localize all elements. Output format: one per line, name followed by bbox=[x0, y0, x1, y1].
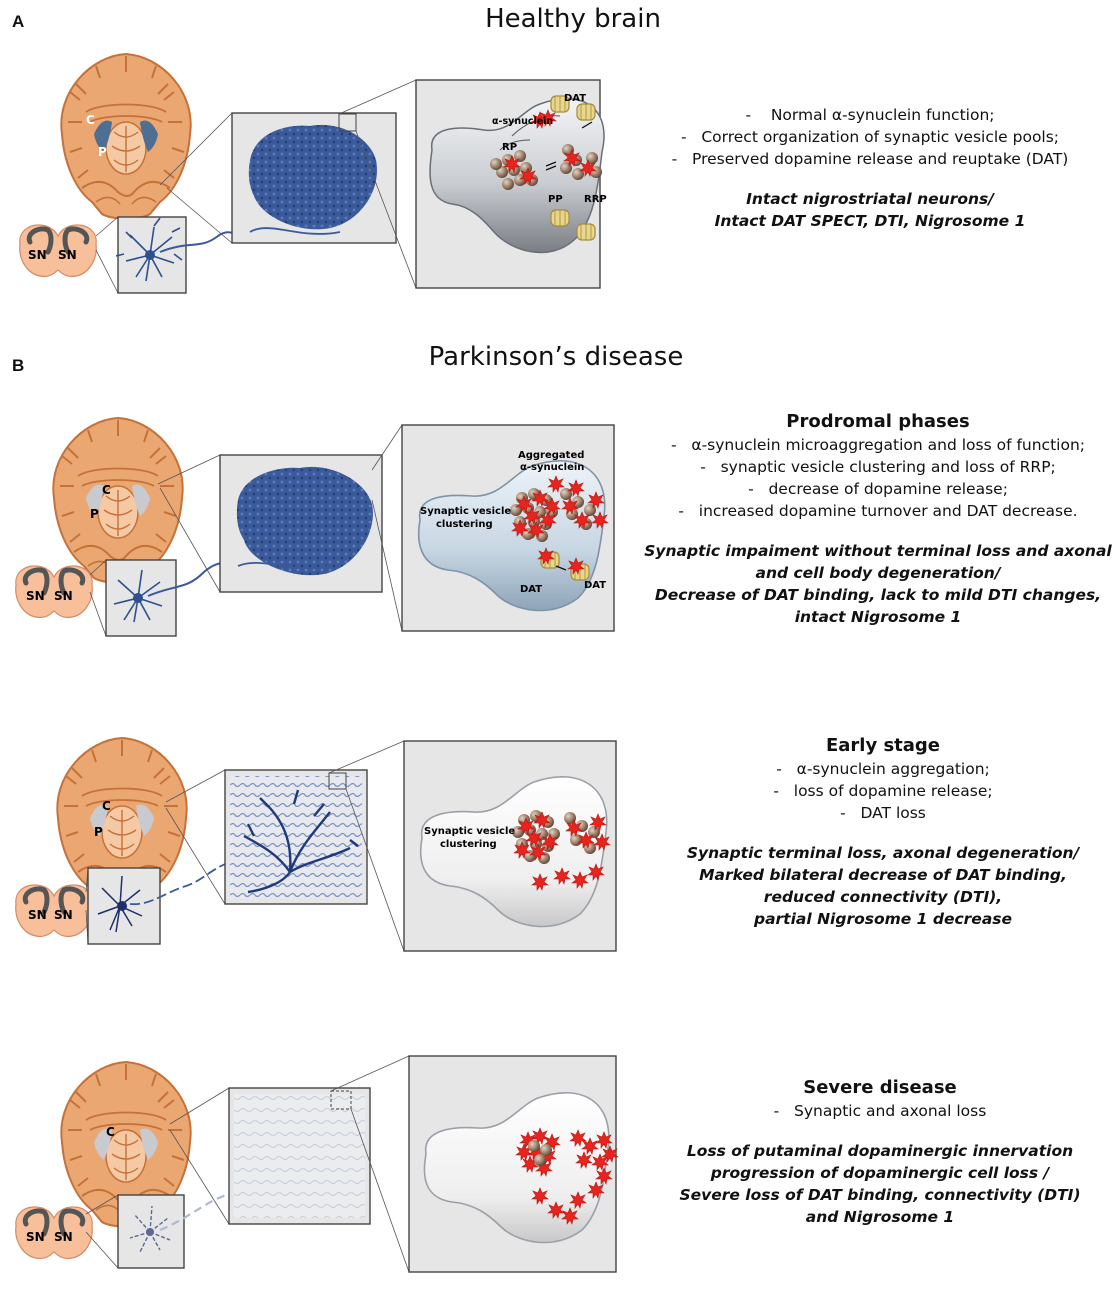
early-stage-illustration: C P SN SN Sy bbox=[16, 737, 617, 952]
rp-label: RP bbox=[502, 142, 517, 153]
sn-label-right: SN bbox=[58, 248, 77, 262]
healthy-terminal-arbor bbox=[248, 124, 377, 230]
prodromal-illustration: C P SN SN Aggregated bbox=[16, 417, 615, 637]
healthy-sn-section: SN SN bbox=[20, 225, 97, 277]
healthy-cell-body-dendrites bbox=[115, 217, 183, 282]
early-coronal-brain: C P bbox=[56, 737, 188, 904]
severe-summary: Severe loss of DAT binding, connectivity… bbox=[679, 1186, 1081, 1204]
putamen-label: P bbox=[94, 825, 103, 839]
early-presynaptic-terminal bbox=[419, 776, 608, 928]
early-text-block: Early stage - α-synuclein aggregation; -… bbox=[640, 734, 1120, 930]
sn-label-right: SN bbox=[54, 908, 73, 922]
early-summary: reduced connectivity (DTI), bbox=[763, 888, 1003, 906]
aggregated-label-line2: α-synuclein bbox=[520, 462, 584, 473]
svc-label-line2: clustering bbox=[436, 519, 493, 530]
prodromal-text-block: Prodromal phases - α-synuclein microaggr… bbox=[640, 410, 1116, 628]
healthy-bullet: - Normal α-synuclein function; bbox=[745, 106, 995, 124]
sn-label-right: SN bbox=[54, 1230, 73, 1244]
svc-label-line1: Synaptic vesicle bbox=[420, 506, 511, 517]
sn-label-left: SN bbox=[26, 589, 45, 603]
early-sn-section: SN SN bbox=[16, 885, 93, 937]
early-bullet: - α-synuclein aggregation; bbox=[776, 760, 990, 778]
rrp-label: RRP bbox=[584, 194, 607, 205]
severe-coronal-brain: C bbox=[60, 1061, 192, 1228]
prodromal-bullet: - decrease of dopamine release; bbox=[748, 480, 1008, 498]
severe-text-block: Severe disease - Synaptic and axonal los… bbox=[640, 1076, 1120, 1228]
early-summary: Synaptic terminal loss, axonal degenerat… bbox=[686, 844, 1080, 862]
prodromal-summary: intact Nigrosome 1 bbox=[794, 608, 962, 626]
healthy-bullet: - Preserved dopamine release and reuptak… bbox=[671, 150, 1069, 168]
early-title: Early stage bbox=[825, 735, 941, 756]
caudate-label: C bbox=[86, 113, 95, 127]
heading-parkinsons-disease: Parkinson’s disease bbox=[428, 342, 684, 372]
prodromal-summary: and cell body degeneration/ bbox=[755, 564, 1001, 582]
sn-label-left: SN bbox=[28, 248, 47, 262]
severe-disease-illustration: C SN SN bbox=[16, 1055, 619, 1273]
prodromal-summary: Decrease of DAT binding, lack to mild DT… bbox=[654, 586, 1102, 604]
sn-label-right: SN bbox=[54, 589, 73, 603]
pp-label: PP bbox=[548, 194, 563, 205]
dat-label: DAT bbox=[564, 93, 586, 104]
severe-lost-arbor bbox=[234, 1094, 365, 1218]
putamen-label: P bbox=[90, 507, 99, 521]
caudate-label: C bbox=[102, 483, 111, 497]
early-summary: partial Nigrosome 1 decrease bbox=[753, 910, 1013, 928]
caudate-label: C bbox=[102, 799, 111, 813]
dat-label-left: DAT bbox=[520, 584, 542, 595]
early-summary: Marked bilateral decrease of DAT binding… bbox=[699, 866, 1067, 884]
prodromal-bullet: - increased dopamine turnover and DAT de… bbox=[678, 502, 1078, 520]
healthy-text-block: - Normal α-synuclein function; - Correct… bbox=[630, 104, 1110, 232]
severe-title: Severe disease bbox=[803, 1077, 957, 1098]
dat-label-right: DAT bbox=[584, 580, 606, 591]
panel-label-b: B bbox=[12, 356, 25, 375]
healthy-summary: Intact DAT SPECT, DTI, Nigrosome 1 bbox=[714, 212, 1026, 230]
healthy-bullet: - Correct organization of synaptic vesic… bbox=[680, 128, 1060, 146]
healthy-brain-illustration: C P SN SN bbox=[20, 53, 607, 294]
aggregated-label-line1: Aggregated bbox=[518, 450, 584, 461]
sn-label-left: SN bbox=[26, 1230, 45, 1244]
prodromal-bullet: - α-synuclein microaggregation and loss … bbox=[670, 436, 1085, 454]
severe-summary: progression of dopaminergic cell loss / bbox=[710, 1164, 1050, 1182]
svc-label-line1: Synaptic vesicle bbox=[424, 826, 515, 837]
early-degenerating-arbor bbox=[230, 776, 362, 898]
putamen-label: P bbox=[98, 145, 107, 159]
healthy-summary: Intact nigrostriatal neurons/ bbox=[746, 190, 994, 208]
heading-healthy-brain: Healthy brain bbox=[485, 4, 661, 34]
sn-label-left: SN bbox=[28, 908, 47, 922]
svc-label-line2: clustering bbox=[440, 839, 497, 850]
severe-summary: Loss of putaminal dopaminergic innervati… bbox=[686, 1142, 1074, 1160]
severe-summary: and Nigrosome 1 bbox=[805, 1208, 955, 1226]
severe-sn-section: SN SN bbox=[16, 1207, 93, 1259]
prodromal-title: Prodromal phases bbox=[786, 411, 970, 432]
alpha-synuclein-label: α-synuclein bbox=[492, 116, 553, 127]
early-bullet: - DAT loss bbox=[840, 804, 926, 822]
severe-bullet: - Synaptic and axonal loss bbox=[773, 1102, 987, 1120]
healthy-coronal-brain: C P bbox=[60, 53, 192, 220]
prodromal-summary: Synaptic impaiment without terminal loss… bbox=[644, 542, 1112, 560]
prodromal-presynaptic-terminal bbox=[417, 460, 606, 612]
early-bullet: - loss of dopamine release; bbox=[773, 782, 993, 800]
prodromal-sn-section: SN SN bbox=[16, 566, 93, 618]
prodromal-coronal-brain: C P bbox=[52, 417, 184, 584]
panel-label-a: A bbox=[12, 12, 25, 31]
caudate-label: C bbox=[106, 1125, 115, 1139]
prodromal-bullet: - synaptic vesicle clustering and loss o… bbox=[700, 458, 1056, 476]
